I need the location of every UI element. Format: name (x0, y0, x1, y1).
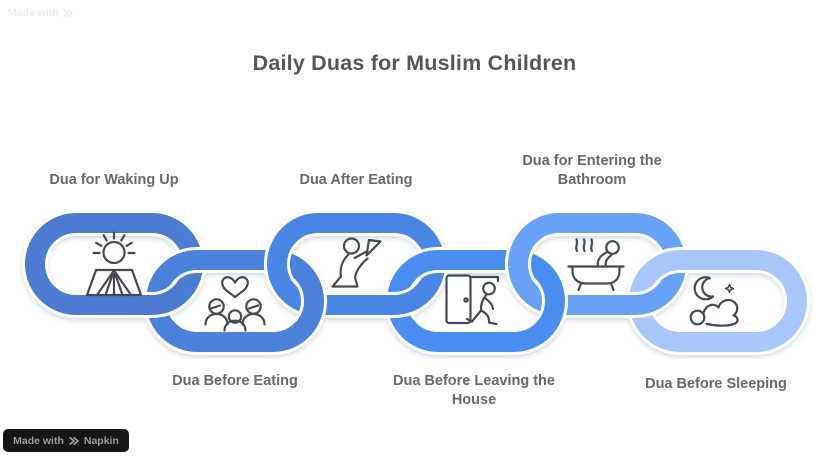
watermark-made-with-text: Made with (13, 434, 64, 447)
napkin-logo-icon (63, 8, 73, 18)
watermark-brand-text: Napkin (83, 434, 119, 447)
napkin-logo-icon (69, 436, 79, 446)
chain-weave-overlaps (130, 279, 665, 331)
sunrise-field-icon (85, 231, 143, 297)
watermark-top: Made with (8, 7, 73, 19)
door-exit-icon (445, 274, 500, 326)
bathtub-icon (567, 238, 625, 292)
chain-icons (85, 231, 739, 332)
link-label-leaving-house: Dua Before Leaving the House (393, 373, 555, 408)
kneeling-prayer-icon (331, 237, 382, 288)
napkin-watermark-badge[interactable]: Made with Napkin (3, 429, 129, 452)
moon-sleeper-icon (689, 276, 739, 327)
link-label-before-sleeping: Dua Before Sleeping (645, 376, 787, 392)
page-title: Daily Duas for Muslim Children (252, 51, 577, 75)
watermark-top-text: Made with (8, 7, 59, 19)
link-label-entering-bathroom: Dua for Entering the Bathroom (522, 153, 662, 188)
family-heart-icon (204, 276, 266, 332)
link-label-before-eating: Dua Before Eating (172, 373, 298, 389)
link-label-waking-up: Dua for Waking Up (49, 172, 179, 188)
link-label-after-eating: Dua After Eating (299, 172, 413, 188)
